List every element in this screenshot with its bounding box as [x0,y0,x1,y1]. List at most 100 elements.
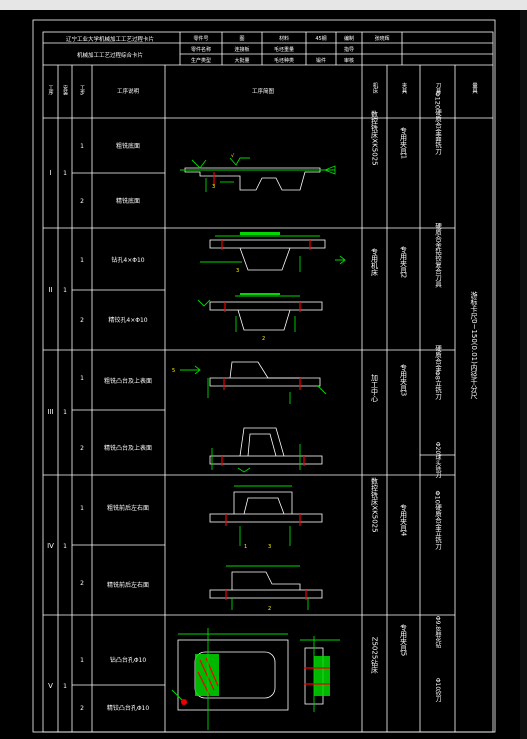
svg-text:3: 3 [268,544,271,550]
svg-text:V: V [48,682,53,690]
svg-text:大批量: 大批量 [234,57,249,64]
svg-text:精铣凸台及上表面: 精铣凸台及上表面 [104,444,152,452]
svg-text:夹具: 夹具 [401,81,408,95]
svg-text:II: II [48,286,52,294]
svg-text:精铰凸台孔Φ10: 精铰凸台孔Φ10 [107,704,150,712]
svg-text:Φ9.8麻花钻: Φ9.8麻花钻 [434,616,441,650]
scrollbar-track[interactable] [520,10,527,739]
svg-text:2: 2 [80,317,84,324]
svg-text:IV: IV [47,542,54,550]
svg-text:工序: 工序 [48,85,54,96]
svg-text:数控铣床XK5025: 数控铣床XK5025 [371,477,379,533]
svg-text:1: 1 [244,544,247,550]
title-block-cells: 零件号 图 材料 45钢 编制 张晓辉 零件名称 连接板 毛坯重量 指导 生产类… [191,35,390,64]
svg-text:粗铣底面: 粗铣底面 [116,142,140,150]
svg-text:Φ10硬质合金立铣刀: Φ10硬质合金立铣刀 [434,491,442,551]
sketch-op3-b [209,427,323,473]
svg-text:专用夹具1: 专用夹具1 [400,126,408,159]
svg-text:指导: 指导 [344,46,354,53]
svg-text:粗铣凸台及上表面: 粗铣凸台及上表面 [104,377,152,385]
svg-text:Φ10铰刀: Φ10铰刀 [434,678,441,704]
svg-text:硬质合金Φ8立铣刀: 硬质合金Φ8立铣刀 [434,344,442,400]
operation-row-3: III 1 1 粗铣凸台及上表面 2 精铣凸台及上表面 加工中心 专用夹具3 硬… [47,344,441,479]
svg-text:精铰孔4×Φ10: 精铰孔4×Φ10 [108,316,147,324]
svg-text:加工中心: 加工中心 [371,373,379,402]
svg-text:零件名称: 零件名称 [191,46,211,53]
svg-text:2: 2 [80,198,84,205]
svg-text:Φ20球头铣刀: Φ20球头铣刀 [434,442,441,480]
sketch-op4-b: 2 [209,565,323,612]
operation-row-4: IV 1 1 粗铣前后左右面 2 精铣前后左右面 数控铣床XK5025 专用夹具… [47,477,442,589]
svg-text:I: I [49,169,51,177]
svg-text:1: 1 [80,657,84,664]
column-headers: 工序 安装 工步 工序说明 工序简图 机床 夹具 刀具 量具 [48,81,478,96]
window-titlebar [0,0,527,10]
svg-text:锻件: 锻件 [316,57,326,64]
svg-text:刀具: 刀具 [435,82,442,95]
svg-text:数控铣床XK5025: 数控铣床XK5025 [371,110,379,166]
svg-text:生产类型: 生产类型 [191,57,211,64]
sketch-op2-b: 2 [197,293,323,342]
svg-text:硬质合金钻铰复合刀具: 硬质合金钻铰复合刀具 [434,222,442,288]
svg-text:工序简图: 工序简图 [252,87,275,95]
gauge-text: 游标卡尺0~150(0.01)内径千分尺 [470,290,478,400]
svg-text:专用夹具3: 专用夹具3 [400,363,408,396]
svg-text:专用夹具4: 专用夹具4 [400,503,408,537]
svg-text:图: 图 [239,36,244,42]
svg-text:毛坯重量: 毛坯重量 [274,46,294,53]
svg-text:编制: 编制 [344,35,354,42]
school-title: 辽宁工业大学机械加工工艺过程卡片 [66,35,154,43]
svg-text:钻孔4×Φ10: 钻孔4×Φ10 [111,256,144,264]
svg-text:45钢: 45钢 [315,35,326,42]
table-grid [43,65,493,732]
svg-text:2: 2 [80,445,84,452]
svg-text:2: 2 [80,580,84,587]
svg-text:粗铣前后左右面: 粗铣前后左右面 [107,504,149,512]
svg-text:精铣前后左右面: 精铣前后左右面 [107,581,149,589]
svg-text:1: 1 [63,170,67,177]
svg-text:1: 1 [80,375,84,382]
svg-text:1: 1 [63,543,67,550]
svg-text:1: 1 [63,683,67,690]
outer-border [32,19,496,733]
svg-text:机床: 机床 [372,81,379,95]
svg-text:专用夹具2: 专用夹具2 [400,245,408,278]
svg-text:审核: 审核 [344,57,354,64]
svg-text:连接板: 连接板 [234,46,249,53]
svg-text:Z5025钻床: Z5025钻床 [371,637,379,675]
sketch-op3-a: 5 [172,361,327,404]
svg-text:√: √ [231,153,235,159]
svg-text:安装: 安装 [62,84,68,96]
inner-border [42,31,494,733]
svg-text:量具: 量具 [471,82,478,95]
svg-text:专用夹具5: 专用夹具5 [400,623,408,656]
svg-text:工序说明: 工序说明 [117,87,140,95]
svg-text:3: 3 [236,268,239,274]
sketch-op5 [171,628,340,730]
sketch-op2-a: 3 [200,232,346,274]
svg-text:1: 1 [80,143,84,150]
svg-text:张晓辉: 张晓辉 [374,35,389,42]
svg-text:Φ120硬质合金面铣刀: Φ120硬质合金面铣刀 [434,91,442,155]
svg-text:材料: 材料 [279,35,289,42]
svg-text:1: 1 [63,409,67,416]
sketch-op1: 3 √ [180,153,336,192]
svg-text:专用机床: 专用机床 [371,247,379,277]
svg-text:1: 1 [80,505,84,512]
svg-text:III: III [47,408,53,416]
svg-text:1: 1 [80,257,84,264]
svg-text:2: 2 [268,606,271,612]
svg-text:零件号: 零件号 [193,35,208,42]
operation-row-2: II 1 1 钻孔4×Φ10 2 精铰孔4×Φ10 专用机床 专用夹具2 硬质合… [48,222,441,324]
svg-text:工步: 工步 [79,85,85,96]
svg-text:1: 1 [63,287,67,294]
operation-row-5: V 1 1 钻凸台孔Φ10 2 精铰凸台孔Φ10 Z5025钻床 专用夹具5 Φ… [48,616,441,712]
svg-text:毛坯种类: 毛坯种类 [274,57,294,64]
svg-text:精铣底面: 精铣底面 [116,197,140,205]
svg-text:3: 3 [212,184,215,190]
svg-text:2: 2 [80,705,84,712]
svg-text:2: 2 [262,336,265,342]
card-name: 机械加工工艺过程综合卡片 [77,51,143,59]
svg-text:5: 5 [172,368,175,374]
